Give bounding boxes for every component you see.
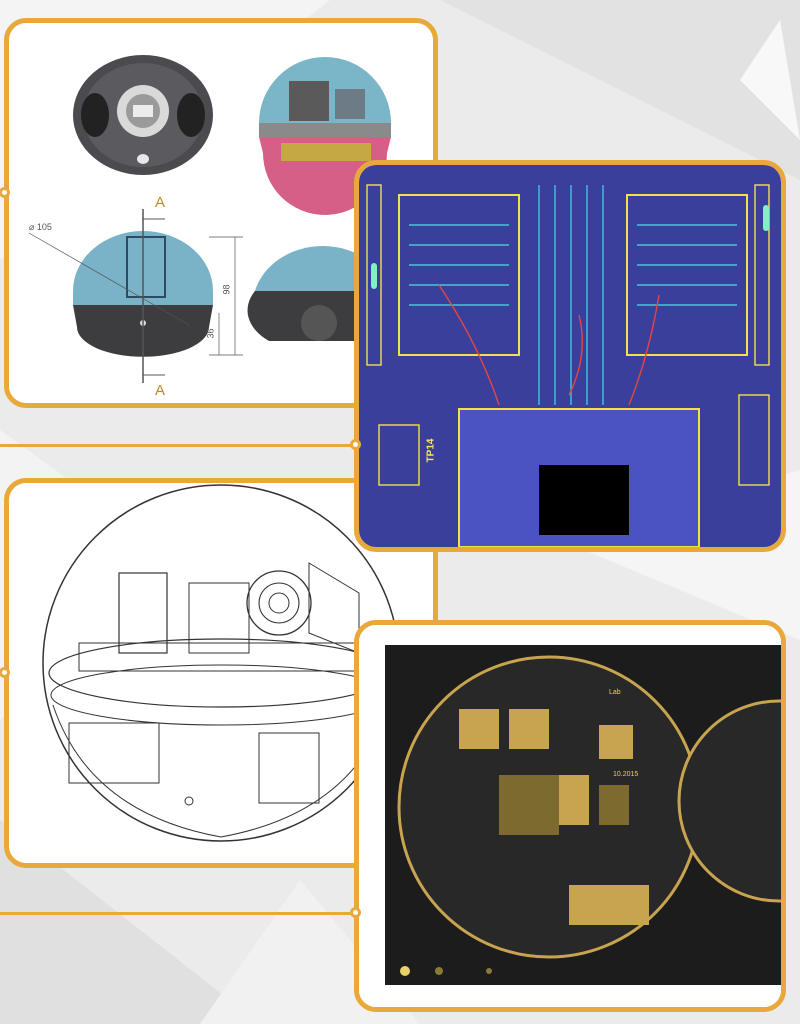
rear-view-device (247, 246, 369, 341)
lower-height-label: 36 (205, 328, 216, 339)
board-photo-panel: Lab 10.2015 (354, 620, 786, 1012)
silkscreen-date: 10.2015 (613, 771, 639, 778)
connector-dot (0, 667, 10, 678)
top-view-device (73, 55, 213, 175)
test-point-label: TP14 (425, 438, 437, 463)
connector-line (0, 912, 356, 915)
connector-dot (350, 907, 361, 918)
connector-line (0, 444, 356, 447)
diameter-leader (28, 232, 190, 326)
section-marker-bottom: A (155, 382, 166, 399)
pcb-photo (359, 625, 781, 1007)
section-marker-top: A (155, 194, 166, 211)
diameter-label: ⌀ 105 (29, 222, 52, 232)
pcb-layout-panel: TP14 (354, 160, 786, 552)
pcb-layout (359, 165, 781, 547)
height-label: 98 (221, 284, 232, 295)
connector-dot (350, 439, 361, 450)
silkscreen-lab: Lab (609, 689, 621, 696)
connector-dot (0, 187, 10, 198)
